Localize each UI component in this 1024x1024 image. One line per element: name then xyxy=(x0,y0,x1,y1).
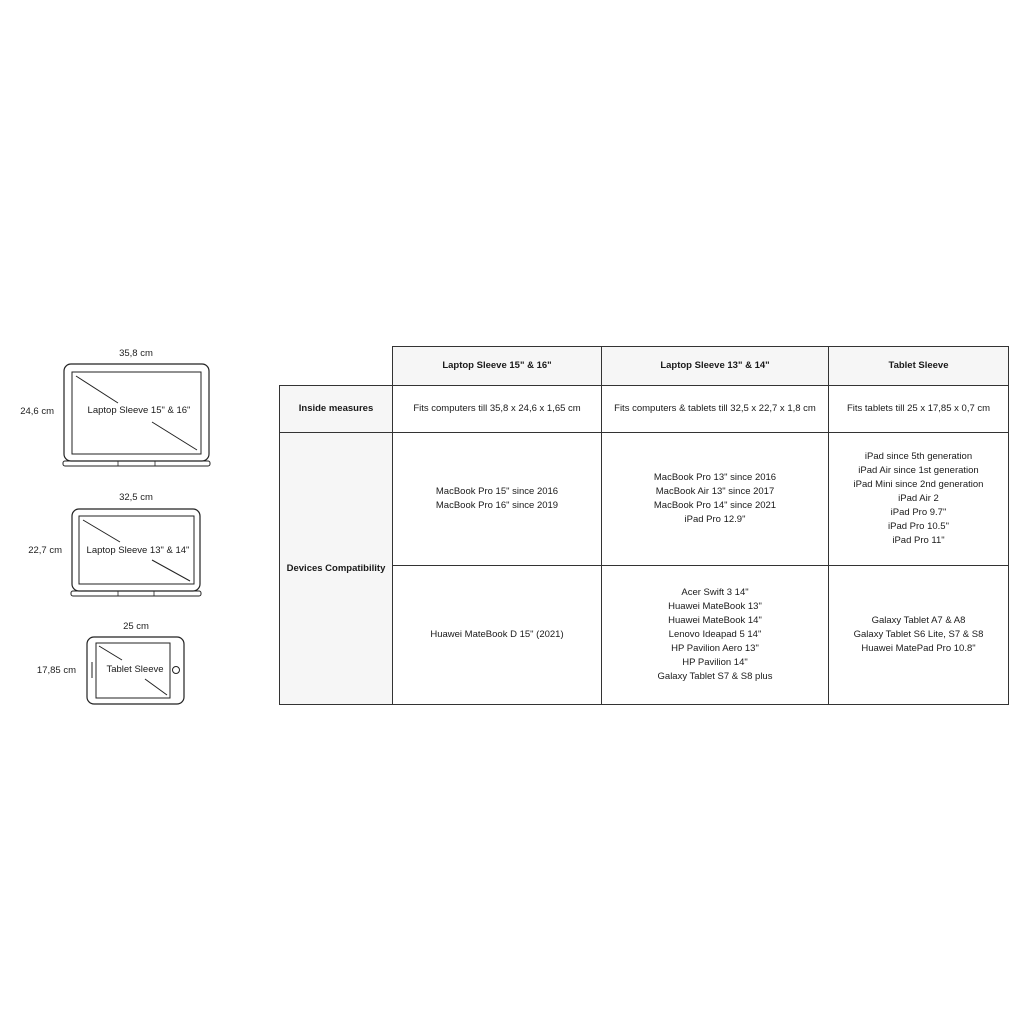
device-entry: Huawei MateBook 13" xyxy=(668,601,762,612)
row-header-devices-compatibility: Devices Compatibility xyxy=(279,432,393,705)
table-cell: Fits computers till 35,8 x 24,6 x 1,65 c… xyxy=(392,385,602,433)
table-corner xyxy=(279,346,393,386)
device-entry: MacBook Air 13" since 2017 xyxy=(655,486,775,497)
device-entry: iPad Pro 9.7" xyxy=(890,507,947,518)
laptop-15-height: 24,6 cm xyxy=(20,406,54,417)
table-row-inside-measures: Inside measures Fits computers till 35,8… xyxy=(279,385,1009,433)
table-row-compat-b: Huawei MateBook D 15" (2021) Acer Swift … xyxy=(280,565,1009,705)
device-entry: Galaxy Tablet S7 & S8 plus xyxy=(657,671,773,682)
device-entry: MacBook Pro 13" since 2016 xyxy=(653,472,777,483)
device-entry: Lenovo Ideapad 5 14" xyxy=(668,629,762,640)
device-entry: iPad Pro 12.9" xyxy=(684,514,746,525)
device-entry: Acer Swift 3 14" xyxy=(681,587,749,598)
laptop-15-label: Laptop Sleeve 15" & 16" xyxy=(84,404,194,417)
device-entry: MacBook Pro 15" since 2016 xyxy=(435,486,559,497)
table-cell: Galaxy Tablet A7 & A8 Galaxy Tablet S6 L… xyxy=(828,565,1009,705)
table-row-compat-a: Devices Compatibility MacBook Pro 15" si… xyxy=(279,432,1009,705)
device-entry: iPad Pro 10.5" xyxy=(888,521,949,532)
compatibility-table: Laptop Sleeve 15" & 16" Laptop Sleeve 13… xyxy=(279,346,1009,705)
tablet-width: 25 cm xyxy=(123,621,149,632)
table-header-row: Laptop Sleeve 15" & 16" Laptop Sleeve 13… xyxy=(279,346,1009,386)
row-header-inside-measures: Inside measures xyxy=(279,385,393,433)
device-entry: iPad since 5th generation xyxy=(864,451,973,462)
table-cell: Fits computers & tablets till 32,5 x 22,… xyxy=(601,385,829,433)
device-entry: iPad Air since 1st generation xyxy=(858,465,979,476)
table-cell: Fits tablets till 25 x 17,85 x 0,7 cm xyxy=(828,385,1009,433)
tablet-height: 17,85 cm xyxy=(36,665,76,676)
device-entry: iPad Air 2 xyxy=(898,493,939,504)
column-header: Laptop Sleeve 15" & 16" xyxy=(392,346,602,386)
device-entry: Huawei MatePad Pro 10.8" xyxy=(861,643,976,654)
table-cell: Huawei MateBook D 15" (2021) xyxy=(392,565,602,705)
laptop-13-height: 22,7 cm xyxy=(28,545,62,556)
device-entry: Huawei MateBook 14" xyxy=(668,615,762,626)
table-cell: iPad since 5th generation iPad Air since… xyxy=(828,432,1009,566)
table-cell: MacBook Pro 13" since 2016 MacBook Air 1… xyxy=(601,432,829,566)
device-entry: Galaxy Tablet S6 Lite, S7 & S8 xyxy=(853,629,984,640)
device-entry: Huawei MateBook D 15" (2021) xyxy=(430,629,564,640)
laptop-13-label: Laptop Sleeve 13" & 14" xyxy=(84,544,192,557)
laptop-15-width: 35,8 cm xyxy=(119,348,153,359)
device-entry: MacBook Pro 14" since 2021 xyxy=(653,500,777,511)
table-cell: Acer Swift 3 14" Huawei MateBook 13" Hua… xyxy=(601,565,829,705)
device-entry: HP Pavilion Aero 13" xyxy=(671,643,759,654)
table-cell: MacBook Pro 15" since 2016 MacBook Pro 1… xyxy=(392,432,602,566)
column-header: Tablet Sleeve xyxy=(828,346,1009,386)
tablet-label: Tablet Sleeve xyxy=(102,663,168,676)
device-entry: MacBook Pro 16" since 2019 xyxy=(435,500,559,511)
column-header: Laptop Sleeve 13" & 14" xyxy=(601,346,829,386)
laptop-13-width: 32,5 cm xyxy=(119,492,153,503)
device-entry: Galaxy Tablet A7 & A8 xyxy=(871,615,966,626)
device-entry: iPad Mini since 2nd generation xyxy=(853,479,984,490)
device-entry: HP Pavilion 14" xyxy=(682,657,748,668)
device-entry: iPad Pro 11" xyxy=(892,535,945,546)
